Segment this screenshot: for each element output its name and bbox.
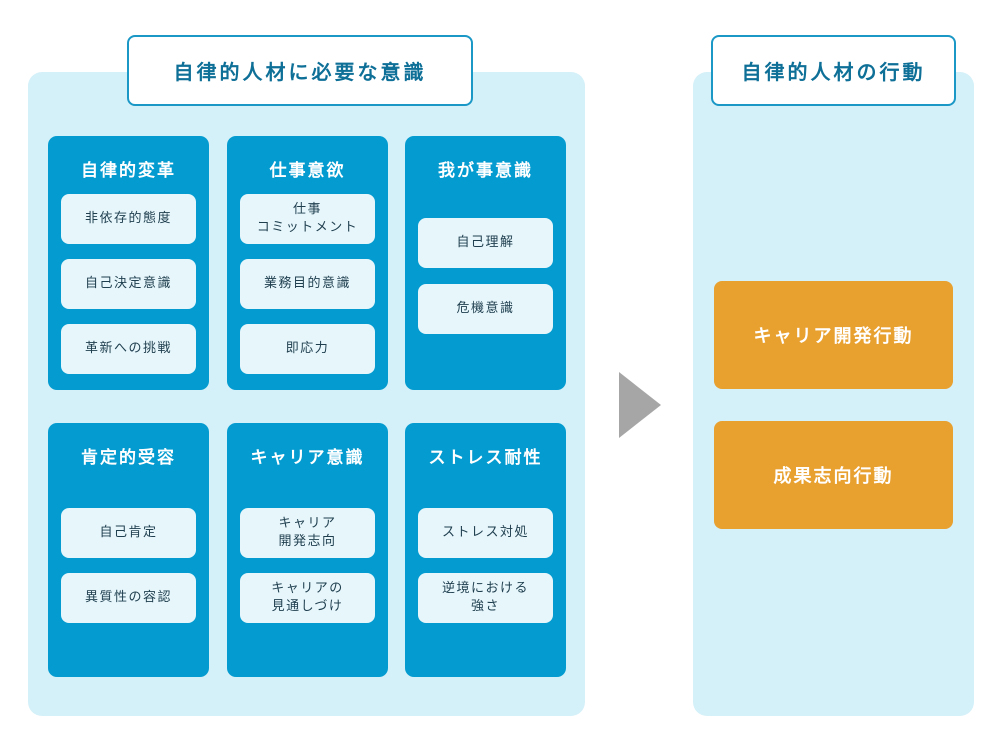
card-item: 異質性の容認	[61, 573, 196, 623]
card-item: 自己理解	[418, 218, 553, 268]
card-title: 我が事意識	[438, 161, 533, 181]
behavior-title: 自律的人材の行動	[711, 35, 956, 106]
card-stress-tolerance: ストレス耐性 ストレス対処 逆境における 強さ	[405, 423, 566, 677]
card-item: キャリアの 見通しづけ	[240, 573, 375, 623]
card-career-awareness: キャリア意識 キャリア 開発志向 キャリアの 見通しづけ	[227, 423, 388, 677]
card-title: キャリア意識	[250, 448, 365, 468]
card-ownership: 我が事意識 自己理解 危機意識	[405, 136, 566, 390]
card-item: 即応力	[240, 324, 375, 374]
card-item: キャリア 開発志向	[240, 508, 375, 558]
awareness-title: 自律的人材に必要な意識	[127, 35, 473, 106]
card-item: 自己肯定	[61, 508, 196, 558]
card-self-reform: 自律的変革 非依存的態度 自己決定意識 革新への挑戦	[48, 136, 209, 390]
card-title: 自律的変革	[81, 161, 176, 181]
card-item: 業務目的意識	[240, 259, 375, 309]
card-title: 肯定的受容	[81, 448, 176, 468]
card-title: 仕事意欲	[269, 161, 346, 181]
right-arrow-icon	[619, 372, 661, 438]
behavior-panel	[693, 72, 974, 716]
card-item: 仕事 コミットメント	[240, 194, 375, 244]
card-work-motivation: 仕事意欲 仕事 コミットメント 業務目的意識 即応力	[227, 136, 388, 390]
card-item: 自己決定意識	[61, 259, 196, 309]
card-item: 革新への挑戦	[61, 324, 196, 374]
card-title: ストレス耐性	[428, 448, 543, 468]
card-positive-acceptance: 肯定的受容 自己肯定 異質性の容認	[48, 423, 209, 677]
card-item: ストレス対処	[418, 508, 553, 558]
card-item: 非依存的態度	[61, 194, 196, 244]
action-career-development: キャリア開発行動	[714, 281, 953, 389]
action-results-oriented: 成果志向行動	[714, 421, 953, 529]
card-item: 逆境における 強さ	[418, 573, 553, 623]
card-item: 危機意識	[418, 284, 553, 334]
